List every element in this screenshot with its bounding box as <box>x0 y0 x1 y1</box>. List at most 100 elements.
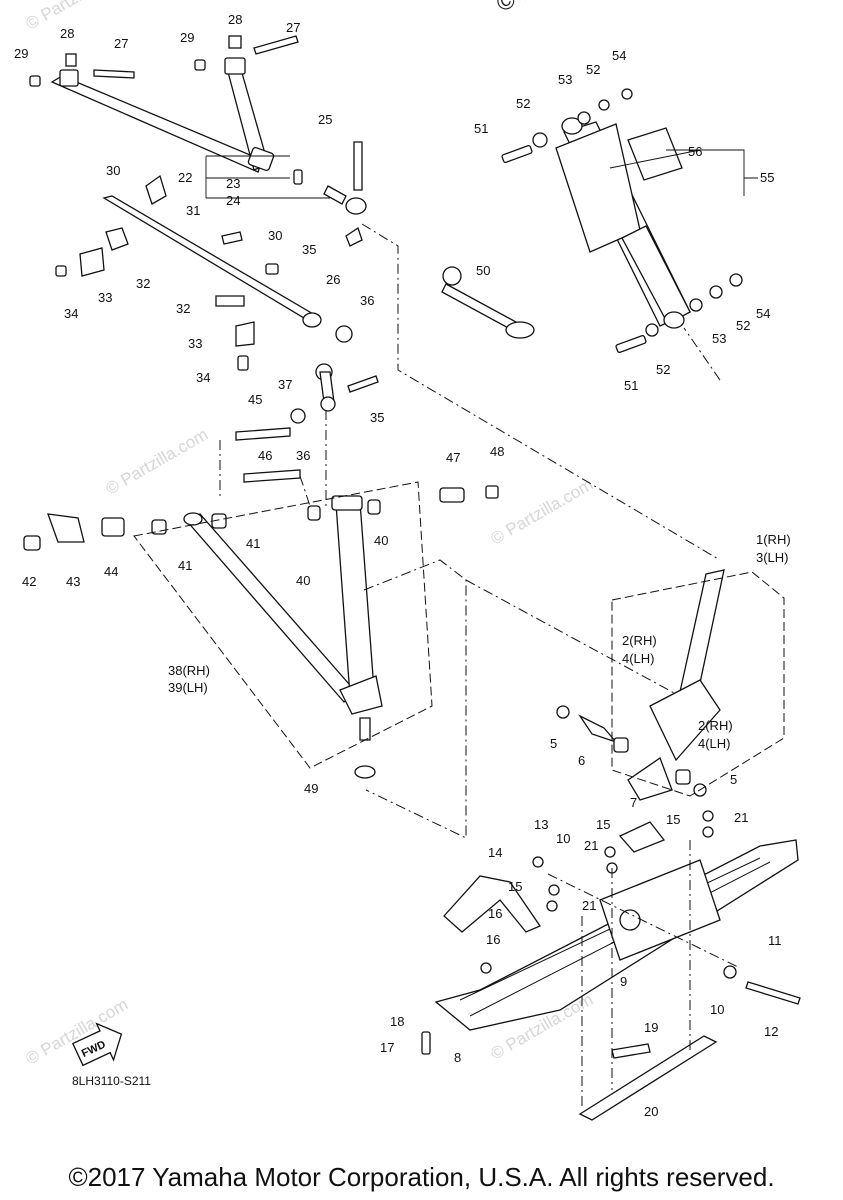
copyright-notice: ©2017 Yamaha Motor Corporation, U.S.A. A… <box>68 1162 775 1192</box>
callout-12: 12 <box>764 1024 778 1039</box>
callout-5: 5 <box>550 736 557 751</box>
callout-33: 33 <box>188 336 202 351</box>
callout-13: 13 <box>534 817 548 832</box>
callout-29: 29 <box>14 46 28 61</box>
callout-21: 21 <box>584 838 598 853</box>
diagram-code: 8LH3110-S211 <box>72 1074 151 1088</box>
callout-56: 56 <box>688 144 702 159</box>
callout-16: 16 <box>488 906 502 921</box>
callout-15: 15 <box>508 879 522 894</box>
lower-arm <box>23 427 499 779</box>
callout-27: 27 <box>286 20 300 35</box>
callout-52: 52 <box>516 96 530 111</box>
callout-21: 21 <box>582 898 596 913</box>
callout-32: 32 <box>136 276 150 291</box>
callout-32: 32 <box>176 301 190 316</box>
callout-42: 42 <box>22 574 36 589</box>
callout-18: 18 <box>390 1014 404 1029</box>
callout-7: 7 <box>630 795 637 810</box>
callout-54: 54 <box>612 48 626 63</box>
callout-8: 8 <box>454 1050 461 1065</box>
callout-14: 14 <box>488 845 502 860</box>
callout-33: 33 <box>98 290 112 305</box>
callout-38: 38(RH) <box>168 663 210 678</box>
callout-37: 37 <box>278 377 292 392</box>
callout-46: 46 <box>258 448 272 463</box>
callout-51: 51 <box>624 378 638 393</box>
callout-28: 28 <box>60 26 74 41</box>
callout-52: 52 <box>586 62 600 77</box>
callout-27: 27 <box>114 36 128 51</box>
callout-36: 36 <box>296 448 310 463</box>
callout-35: 35 <box>302 242 316 257</box>
watermark-text: © Partzilla.com <box>103 425 212 499</box>
callout-44: 44 <box>104 564 118 579</box>
callout-34: 34 <box>64 306 78 321</box>
callout-28: 28 <box>228 12 242 27</box>
callout-2: 2(RH) <box>698 718 733 733</box>
callout-25: 25 <box>318 112 332 127</box>
callout-20: 20 <box>644 1104 658 1119</box>
callout-5: 5 <box>730 772 737 787</box>
watermark-text: © Partzilla.com <box>488 475 597 549</box>
callout-26: 26 <box>326 272 340 287</box>
callout-24: 24 <box>226 193 240 208</box>
callout-9: 9 <box>620 974 627 989</box>
callout-43: 43 <box>66 574 80 589</box>
callout-29: 29 <box>180 30 194 45</box>
ski <box>421 810 801 1121</box>
callout-30: 30 <box>268 228 282 243</box>
callout-19: 19 <box>644 1020 658 1035</box>
callout-52: 52 <box>656 362 670 377</box>
callout-53: 53 <box>558 72 572 87</box>
callout-40: 40 <box>374 533 388 548</box>
callout-52: 52 <box>736 318 750 333</box>
callout-54: 54 <box>756 306 770 321</box>
fwd-arrow: FWD <box>71 1022 123 1067</box>
ski-spindle <box>556 569 725 801</box>
callout-55: 55 <box>760 170 774 185</box>
callout-10: 10 <box>710 1002 724 1017</box>
group-outlines <box>133 223 785 1110</box>
callout-31: 31 <box>186 203 200 218</box>
callout-3: 3(LH) <box>756 550 789 565</box>
callout-51: 51 <box>474 121 488 136</box>
callout-35: 35 <box>370 410 384 425</box>
callout-30: 30 <box>106 163 120 178</box>
callout-41: 41 <box>178 558 192 573</box>
callout-15: 15 <box>596 817 610 832</box>
spanner-tool <box>441 266 535 339</box>
callout-11: 11 <box>768 933 782 948</box>
callout-34: 34 <box>196 370 210 385</box>
callout-53: 53 <box>712 331 726 346</box>
callout-48: 48 <box>490 444 504 459</box>
callout-39: 39(LH) <box>168 680 208 695</box>
callout-23: 23 <box>226 176 240 191</box>
callout-50: 50 <box>476 263 490 278</box>
callout-17: 17 <box>380 1040 394 1055</box>
callout-4: 4(LH) <box>622 651 655 666</box>
tie-rod-assembly <box>55 174 353 371</box>
callout-16: 16 <box>486 932 500 947</box>
callout-45: 45 <box>248 392 262 407</box>
callout-36: 36 <box>360 293 374 308</box>
callout-21: 21 <box>734 810 748 825</box>
callout-10: 10 <box>556 831 570 846</box>
callout-41: 41 <box>246 536 260 551</box>
callouts: 29 28 27 29 28 27 25 22 23 24 30 31 30 3… <box>14 12 791 1119</box>
callout-2: 2(RH) <box>622 633 657 648</box>
callout-6: 6 <box>578 753 585 768</box>
callout-40: 40 <box>296 573 310 588</box>
watermark-text: © Partzilla.com <box>23 0 132 33</box>
callout-15: 15 <box>666 812 680 827</box>
leader-lines <box>205 149 758 199</box>
steering-link <box>290 363 379 424</box>
callout-1: 1(RH) <box>756 532 791 547</box>
callout-22: 22 <box>178 170 192 185</box>
shock-absorber <box>501 88 743 353</box>
steering-arm-assembly <box>29 35 367 247</box>
callout-49: 49 <box>304 781 318 796</box>
callout-47: 47 <box>446 450 460 465</box>
callout-4: 4(LH) <box>698 736 731 751</box>
